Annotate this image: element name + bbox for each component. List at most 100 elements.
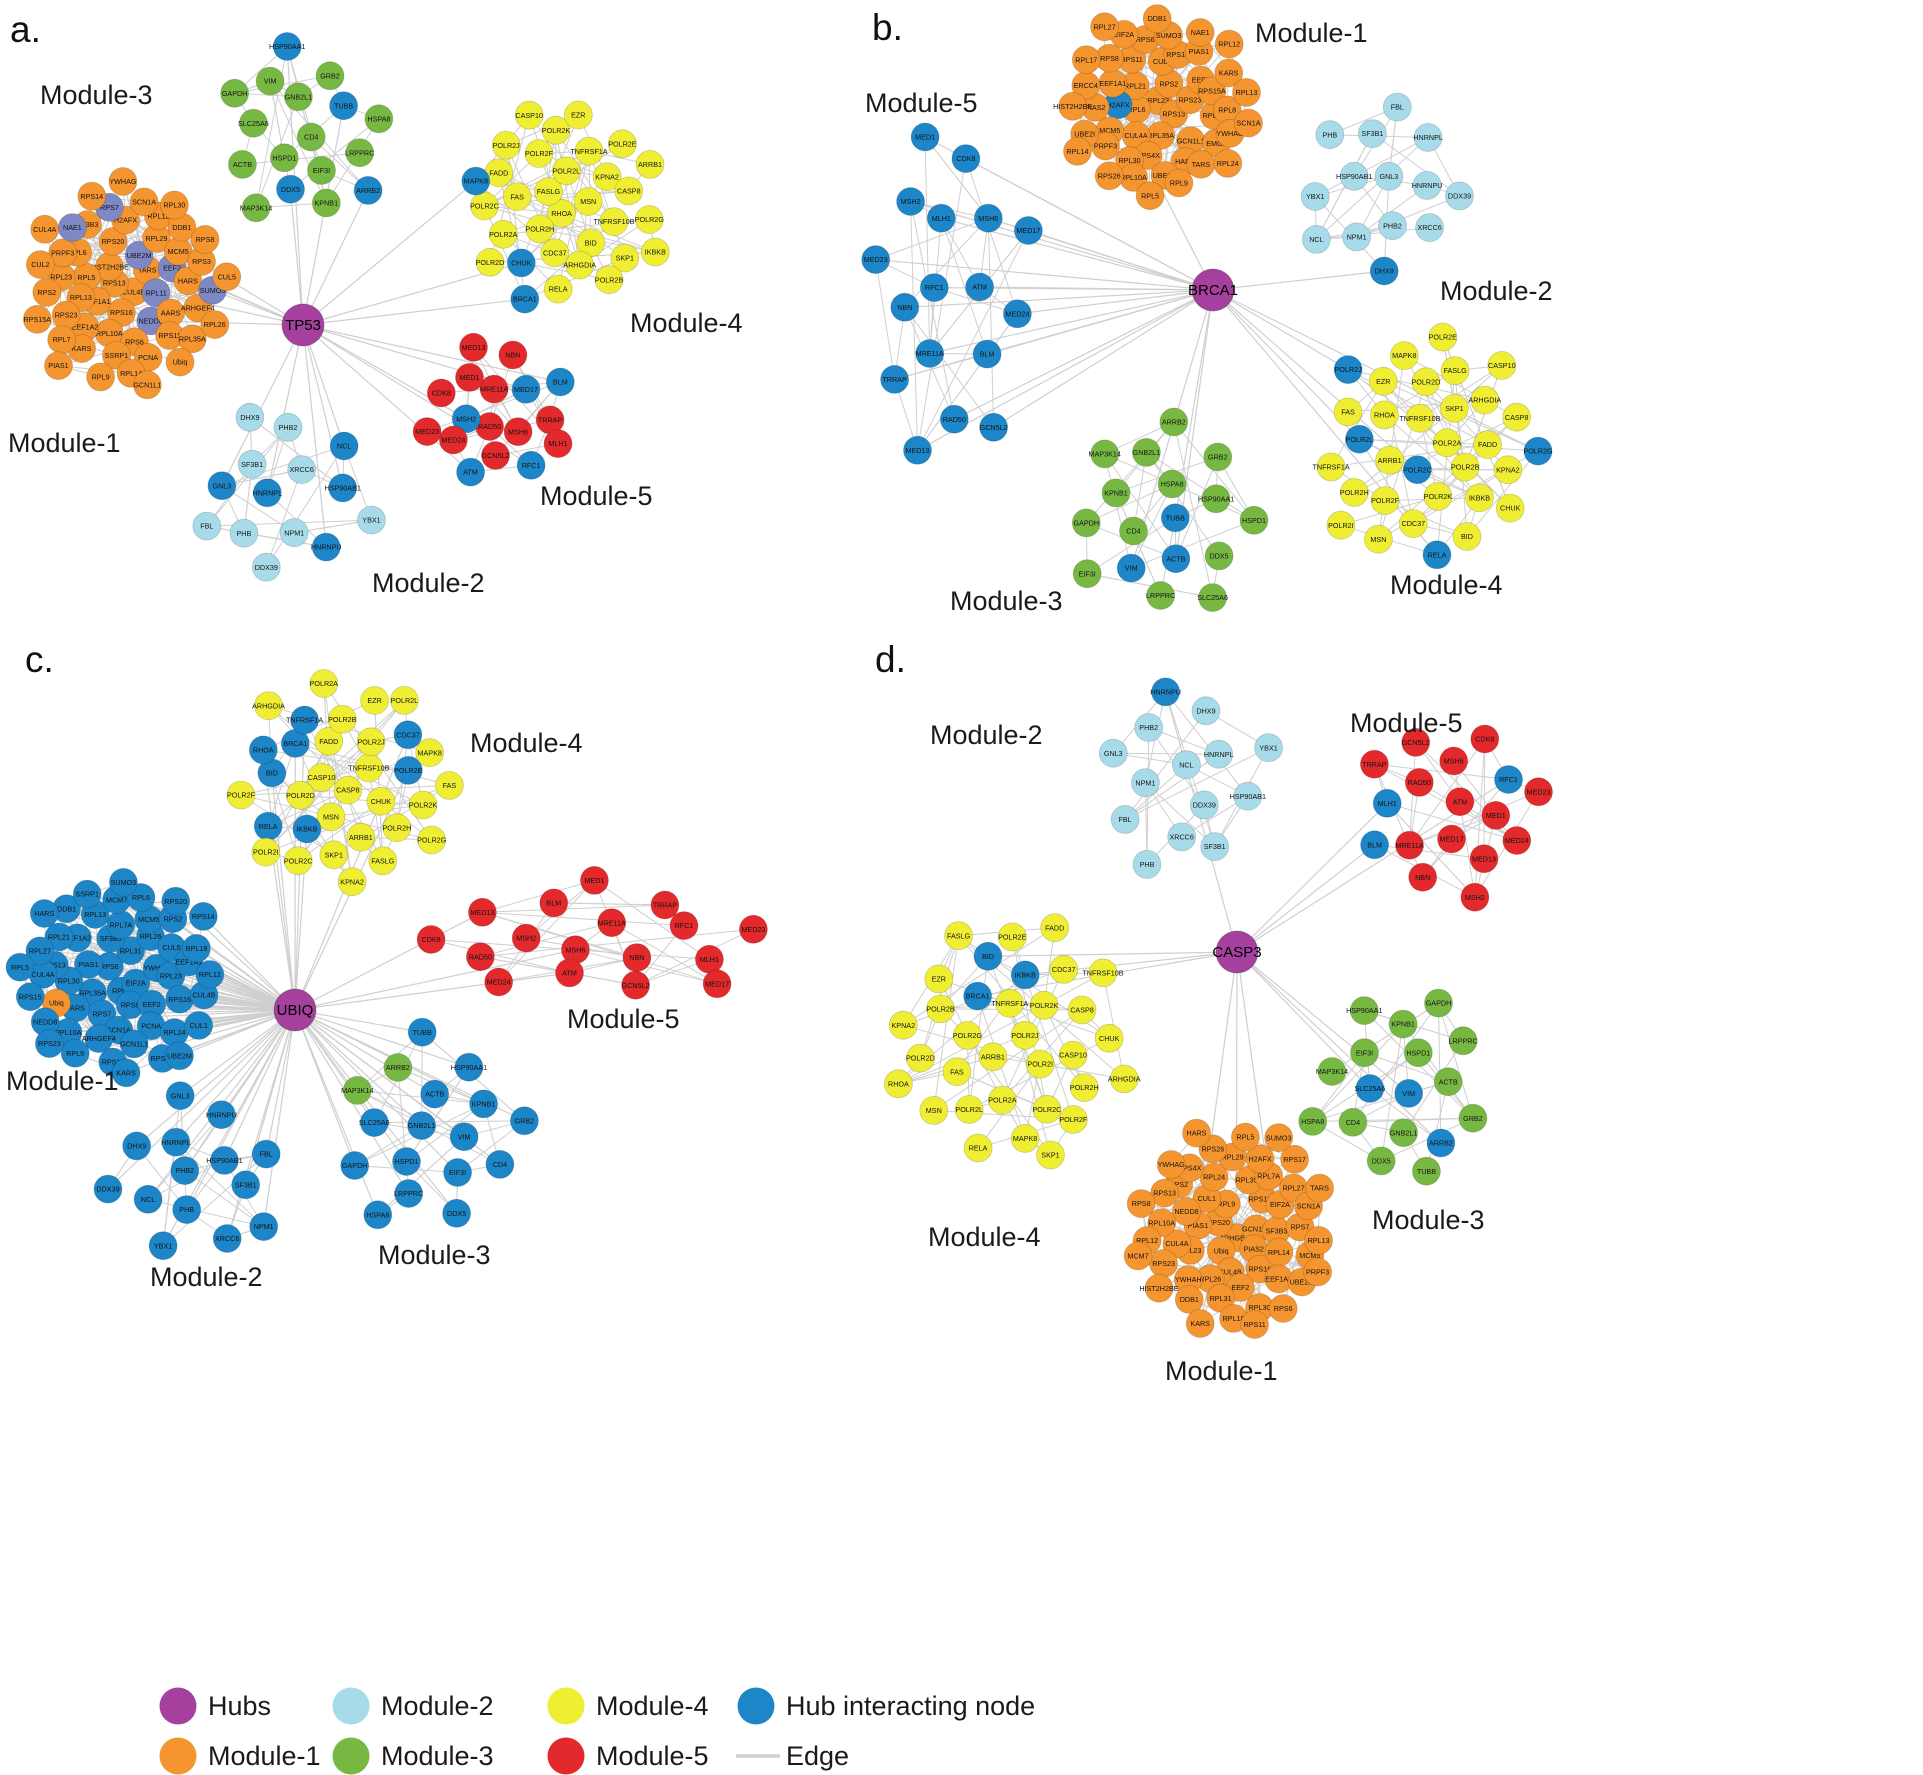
node-RPL35A <box>177 324 207 354</box>
node-label: MCM5 <box>1099 126 1120 135</box>
node-label: CD4 <box>1126 527 1140 536</box>
node-KARS <box>111 1058 141 1088</box>
node-label: SF3B1 <box>241 460 263 469</box>
node-MED1 <box>1481 801 1511 830</box>
hub-edge <box>170 975 296 1011</box>
node-HNRNPU <box>1151 677 1180 707</box>
hub-edge <box>302 324 344 489</box>
node-label: RPS20 <box>1207 1218 1230 1227</box>
module-label-b-4: Module-3 <box>950 586 1063 616</box>
node-label: RPS14 <box>1166 50 1189 59</box>
node-label: HNRNPL <box>1204 750 1234 759</box>
node-CHUK <box>366 786 396 816</box>
node-ARHGDIA <box>1470 385 1500 415</box>
edge <box>267 742 296 827</box>
node-label: MAP3K14 <box>1089 450 1121 459</box>
edge <box>1464 365 1503 468</box>
node-label: POLR2G <box>635 215 665 224</box>
node-CD4 <box>1119 516 1148 546</box>
edge <box>1085 483 1173 524</box>
node-label: ERCC4 <box>1074 81 1098 90</box>
node-label: ACTB <box>1439 1077 1458 1086</box>
legend-swatch-module2 <box>332 1687 370 1725</box>
node-label: CASP10 <box>1059 1051 1087 1060</box>
node-label: TUBB <box>413 1028 432 1037</box>
hub-edge <box>987 951 1238 957</box>
node-label: VIM <box>1402 1089 1415 1098</box>
node-label: MSH2 <box>901 197 921 206</box>
node-DDX39 <box>251 552 281 582</box>
edge <box>987 217 995 428</box>
edge <box>554 150 590 254</box>
node-label: CDK8 <box>432 389 451 398</box>
node-label: CDC37 <box>1052 965 1076 974</box>
node-label: FAS <box>443 781 457 790</box>
node-POLR2D <box>286 780 315 810</box>
node-label: MAP3K14 <box>341 1086 373 1095</box>
node-SF3B1 <box>231 1170 261 1200</box>
edge <box>1173 421 1214 599</box>
node-TRRAP <box>880 364 909 394</box>
node-label: PIAS2 <box>1085 103 1105 112</box>
edge <box>1315 137 1429 240</box>
node-label: MED23 <box>864 255 888 264</box>
hub-edge <box>220 1009 296 1116</box>
node-HSPD1 <box>1239 505 1269 535</box>
node-EZR <box>563 100 593 130</box>
node-label: RPL10A <box>96 329 123 338</box>
node-IKBKB <box>640 237 670 267</box>
node-PRPF3 <box>1303 1257 1332 1287</box>
node-HSP90AB1 <box>1233 781 1263 811</box>
node-label: POLR2G <box>417 836 447 845</box>
node-XRCC6 <box>1167 822 1197 852</box>
node-KPNB1 <box>1101 478 1131 508</box>
node-CD4 <box>1338 1107 1368 1137</box>
node-CDK8 <box>426 378 456 408</box>
edge <box>481 904 666 913</box>
node-HARS <box>29 899 59 928</box>
node-label: POLR2C <box>1033 1105 1062 1114</box>
node-MSH2 <box>511 923 541 953</box>
hub-edge <box>271 772 296 1011</box>
hub-edge <box>929 289 1214 355</box>
legend-label: Hubs <box>208 1691 271 1721</box>
edge <box>255 46 288 209</box>
node-RPS14 <box>77 181 107 211</box>
node-PHB <box>1132 850 1162 879</box>
node-RPS17 <box>1280 1144 1309 1174</box>
node-label: RPL7A <box>1203 111 1226 120</box>
node-NCL <box>1302 224 1331 254</box>
node-label: HSP90AB1 <box>1336 172 1372 181</box>
node-label: POLR2F <box>227 791 256 800</box>
hub-edge <box>302 298 525 326</box>
node-label: RAD50 <box>943 415 966 424</box>
node-label: KARS <box>1190 1319 1210 1328</box>
node-label: EIF3I <box>1356 1048 1373 1057</box>
node-NBN <box>498 340 528 370</box>
node-H2AFX <box>1245 1144 1275 1174</box>
node-POLR2A <box>309 669 339 698</box>
node-label: POLR2B <box>328 715 357 724</box>
node-ARRB2 <box>1159 407 1189 437</box>
node-label: SKP1 <box>1041 1151 1059 1160</box>
node-label: POLR2D <box>286 791 315 800</box>
node-MSH2 <box>896 187 925 216</box>
edge <box>1474 738 1486 898</box>
node-label: GRB2 <box>320 71 340 80</box>
node-RHOA <box>248 735 278 765</box>
node-label: TARS <box>138 266 157 275</box>
node-label: GAPDH <box>342 1161 368 1170</box>
node-NPM1 <box>1131 768 1160 798</box>
node-HSP90AB1 <box>209 1146 239 1175</box>
hub-edge <box>1236 951 1410 1094</box>
edge <box>524 257 626 300</box>
node-label: NCL <box>1179 760 1193 769</box>
node-HSPD1 <box>269 143 299 173</box>
node-label: RPL10A <box>1148 1218 1175 1227</box>
node-label: RPS13 <box>43 961 66 970</box>
node-MSN <box>316 802 346 832</box>
node-label: MAP3K14 <box>1316 1067 1348 1076</box>
node-label: RPS8 <box>1100 54 1119 63</box>
node-label: POLR2K <box>409 801 438 810</box>
node-label: CASP8 <box>336 786 360 795</box>
